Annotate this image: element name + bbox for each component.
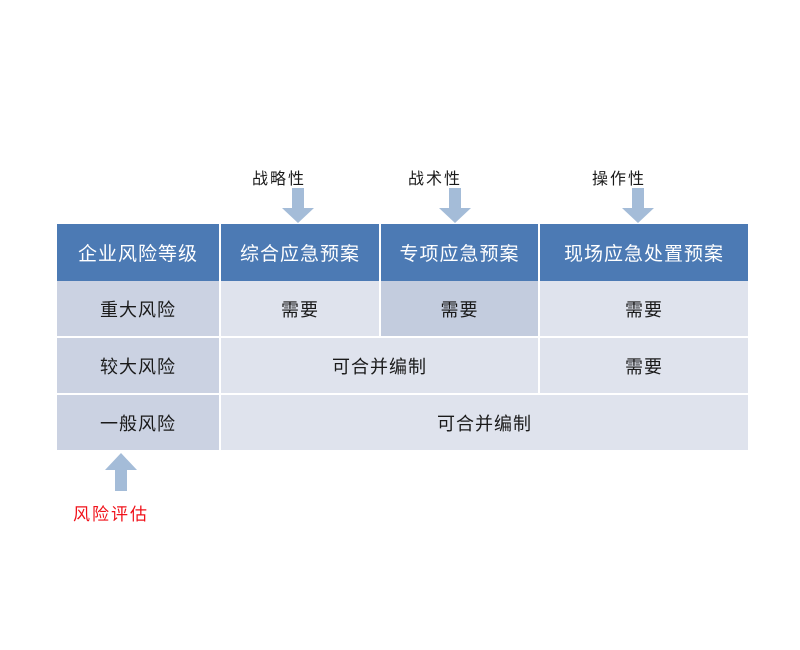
arrow-down-icon-operational (622, 188, 654, 223)
table-row: 重大风险 需要 需要 需要 (57, 281, 748, 338)
table-row: 较大风险 可合并编制 需要 (57, 337, 748, 395)
annotation-label-risk-evaluation: 风险评估 (73, 505, 149, 525)
cell-large-merged-plan: 可合并编制 (220, 337, 540, 395)
table-header-row: 企业风险等级 综合应急预案 专项应急预案 现场应急处置预案 (57, 224, 748, 281)
arrow-down-icon-strategic (282, 188, 314, 223)
cell-large-onsite: 需要 (539, 337, 748, 395)
column-header-risk-level: 企业风险等级 (57, 224, 221, 281)
row-label-large-risk: 较大风险 (57, 337, 221, 395)
cell-general-merged-plan: 可合并编制 (220, 394, 748, 450)
column-header-special-plan: 专项应急预案 (380, 224, 540, 281)
table-row: 一般风险 可合并编制 (57, 394, 748, 450)
arrow-down-icon-tactical (439, 188, 471, 223)
annotation-label-operational: 操作性 (592, 169, 647, 188)
cell-major-comprehensive: 需要 (220, 281, 381, 338)
row-label-major-risk: 重大风险 (57, 281, 221, 338)
annotation-label-tactical: 战术性 (408, 169, 463, 188)
row-label-general-risk: 一般风险 (57, 394, 221, 450)
column-header-onsite-plan: 现场应急处置预案 (539, 224, 748, 281)
cell-major-special: 需要 (380, 281, 540, 338)
annotation-label-strategic: 战略性 (252, 169, 307, 188)
arrow-up-icon-risk-evaluation (105, 453, 137, 491)
cell-major-onsite: 需要 (539, 281, 748, 338)
column-header-comprehensive-plan: 综合应急预案 (220, 224, 381, 281)
risk-plan-matrix-table: 企业风险等级 综合应急预案 专项应急预案 现场应急处置预案 重大风险 需要 需要… (57, 224, 748, 450)
